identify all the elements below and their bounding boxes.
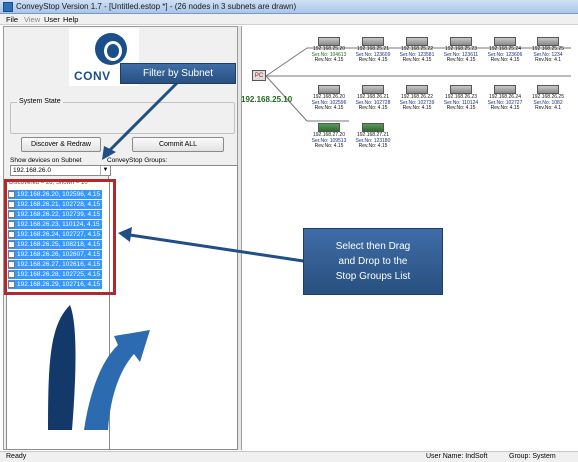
device-icon bbox=[494, 85, 516, 94]
subnet-value: 192.168.26.0 bbox=[13, 167, 51, 174]
pc-ip-label: 192.168.25.10 bbox=[241, 95, 293, 104]
discovered-count: Discovered = 26, Shown = 10 bbox=[9, 180, 88, 186]
device-icon bbox=[318, 85, 340, 94]
stop-groups-list[interactable] bbox=[108, 165, 238, 450]
device-icon bbox=[8, 251, 15, 258]
device-icon bbox=[8, 191, 15, 198]
device-icon bbox=[537, 37, 559, 46]
device-icon bbox=[362, 85, 384, 94]
device-row[interactable]: 192.168.26.25, 108218, 4.15 bbox=[8, 240, 102, 249]
title-bar: ConveyStop Version 1.7 - [Untitled.estop… bbox=[0, 0, 578, 14]
menu-bar: File View User Help bbox=[0, 14, 578, 25]
device-row[interactable]: 192.168.26.21, 102728, 4.15 bbox=[8, 200, 102, 209]
status-user: User Name: IndSoft bbox=[426, 453, 488, 460]
device-icon bbox=[450, 85, 472, 94]
subnet-select[interactable]: 192.168.26.0 ▼ bbox=[10, 165, 111, 176]
commit-all-button[interactable]: Commit ALL bbox=[132, 137, 224, 152]
window-title: ConveyStop Version 1.7 - [Untitled.estop… bbox=[16, 2, 297, 11]
device-icon bbox=[318, 37, 340, 46]
menu-help[interactable]: Help bbox=[63, 15, 79, 24]
device-row[interactable]: 192.168.26.23, 110124, 4.15 bbox=[8, 220, 102, 229]
device-icon bbox=[318, 123, 340, 132]
device-icon bbox=[362, 37, 384, 46]
device-row[interactable]: 192.168.26.20, 102596, 4.15 bbox=[8, 190, 102, 199]
device-icon bbox=[8, 221, 15, 228]
device-icon bbox=[8, 211, 15, 218]
device-row[interactable]: 192.168.26.28, 102725, 4.15 bbox=[8, 270, 102, 279]
device-icon bbox=[537, 85, 559, 94]
show-devices-label: Show devices on Subnet bbox=[10, 157, 82, 164]
device-icon bbox=[362, 123, 384, 132]
discover-redraw-button[interactable]: Discover & Redraw bbox=[21, 137, 101, 152]
menu-file[interactable]: File bbox=[6, 15, 19, 24]
device-icon bbox=[450, 37, 472, 46]
device-icon bbox=[494, 37, 516, 46]
chevron-down-icon[interactable]: ▼ bbox=[100, 166, 110, 175]
device-row[interactable]: 192.168.26.24, 102727, 4.15 bbox=[8, 230, 102, 239]
system-state-label: System State bbox=[17, 98, 63, 105]
status-group: Group: System bbox=[509, 453, 556, 460]
app-icon bbox=[3, 2, 13, 12]
menu-view[interactable]: View bbox=[24, 15, 41, 24]
network-connection-lines bbox=[265, 47, 571, 122]
device-row[interactable]: 192.168.26.26, 102607, 4.15 bbox=[8, 250, 102, 259]
drag-callout: Select then Drag and Drop to the Stop Gr… bbox=[303, 228, 443, 295]
device-icon bbox=[8, 231, 15, 238]
device-icon bbox=[8, 261, 15, 268]
wrench-logo-icon bbox=[95, 33, 127, 65]
status-ready: Ready bbox=[6, 453, 27, 460]
menu-user[interactable]: User bbox=[44, 15, 60, 24]
splitter[interactable] bbox=[238, 26, 241, 450]
status-bar: Ready User Name: IndSoft Group: System bbox=[0, 451, 578, 462]
pc-icon[interactable]: PC bbox=[252, 70, 266, 81]
system-state-group: System State bbox=[10, 98, 235, 134]
logo-wordmark: CONV bbox=[74, 69, 111, 83]
device-icon bbox=[8, 201, 15, 208]
device-icon bbox=[8, 241, 15, 248]
device-icon bbox=[406, 37, 428, 46]
device-icon bbox=[8, 271, 15, 278]
selection-highlight-box bbox=[4, 179, 116, 295]
device-row[interactable]: 192.168.26.27, 102616, 4.15 bbox=[8, 260, 102, 269]
device-icon bbox=[8, 281, 15, 288]
device-row[interactable]: 192.168.26.22, 102739, 4.15 bbox=[8, 210, 102, 219]
filter-callout: Filter by Subnet bbox=[120, 63, 236, 84]
device-icon bbox=[406, 85, 428, 94]
groups-label: ConveyStop Groups: bbox=[107, 157, 168, 164]
device-row[interactable]: 192.168.26.29, 102716, 4.15 bbox=[8, 280, 102, 289]
